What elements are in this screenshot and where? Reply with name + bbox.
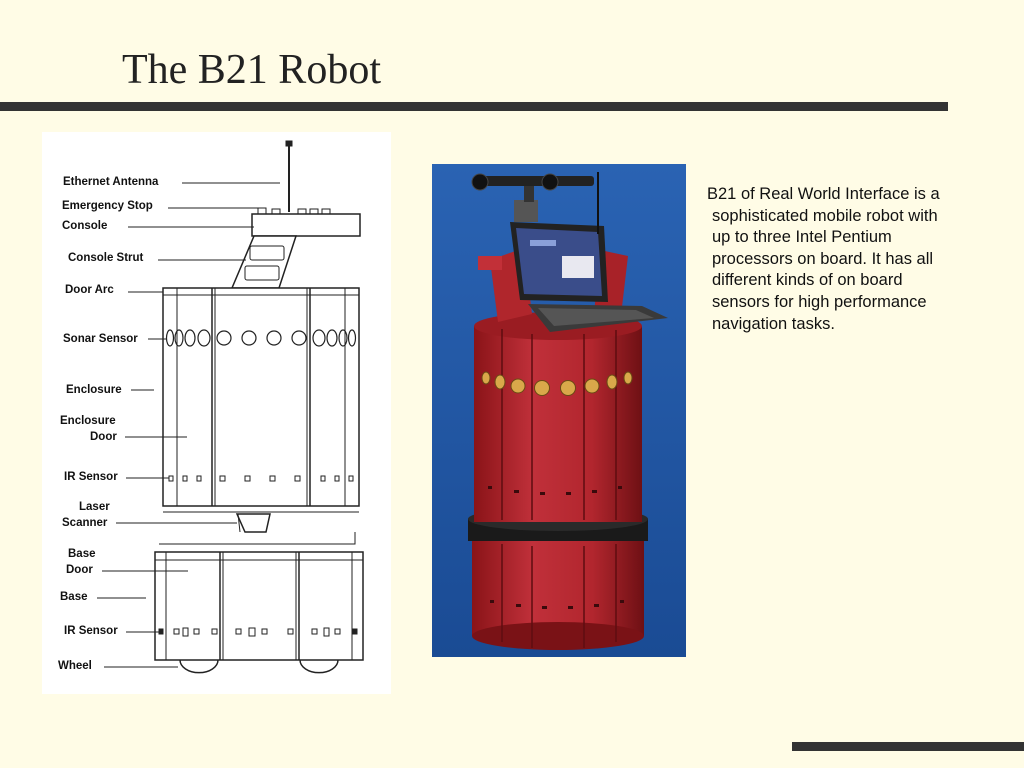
label-enclosure-door-line2: Door bbox=[90, 431, 117, 443]
label-base-door-line1: Base bbox=[68, 548, 96, 560]
label-door-arc: Door Arc bbox=[65, 284, 114, 296]
robot-diagram-drawing bbox=[97, 140, 364, 674]
label-ir-sensor-bottom: IR Sensor bbox=[64, 625, 118, 637]
label-ethernet-antenna: Ethernet Antenna bbox=[63, 176, 159, 188]
label-enclosure: Enclosure bbox=[66, 384, 122, 396]
label-console: Console bbox=[62, 220, 108, 232]
label-wheel: Wheel bbox=[58, 660, 92, 672]
slide-title: The B21 Robot bbox=[122, 47, 381, 93]
robot-diagram: Ethernet Antenna Emergency Stop Console … bbox=[42, 132, 391, 694]
label-console-strut: Console Strut bbox=[68, 252, 144, 264]
label-laser-scanner-line2: Scanner bbox=[62, 517, 108, 529]
label-laser-scanner-line1: Laser bbox=[79, 501, 110, 513]
label-base: Base bbox=[60, 591, 88, 603]
footer-rule bbox=[792, 742, 1024, 751]
label-enclosure-door-line1: Enclosure bbox=[60, 415, 116, 427]
label-base-door-line2: Door bbox=[66, 564, 93, 576]
label-sonar-sensor: Sonar Sensor bbox=[63, 333, 138, 345]
robot-photo bbox=[432, 164, 686, 657]
label-emergency-stop: Emergency Stop bbox=[62, 200, 153, 212]
title-rule bbox=[0, 102, 948, 111]
robot-description: B21 of Real World Interface is a sophist… bbox=[707, 185, 940, 333]
robot-photo-image bbox=[432, 164, 686, 657]
label-ir-sensor-top: IR Sensor bbox=[64, 471, 118, 483]
